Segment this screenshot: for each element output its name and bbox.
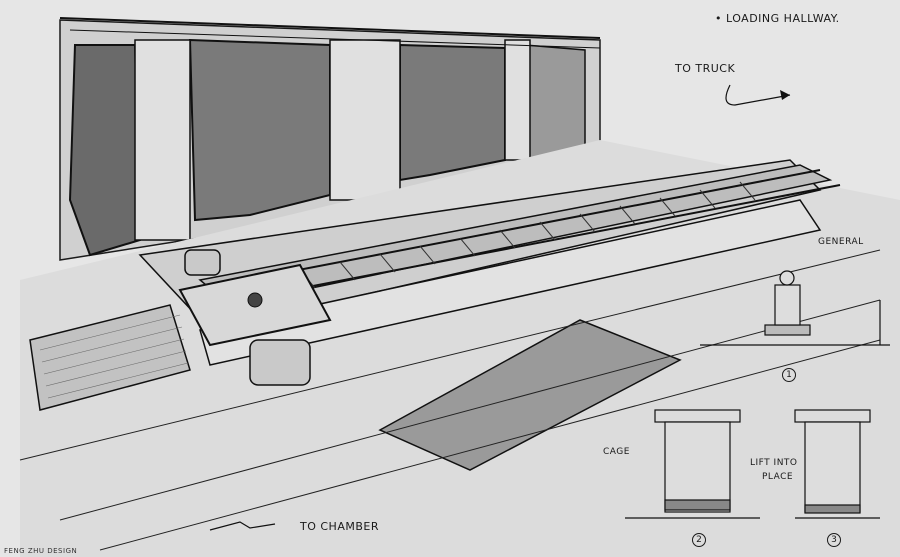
artist-credit: FENG ZHU DESIGN (4, 547, 78, 555)
to-truck-label: TO TRUCK (675, 62, 736, 75)
cart-hatch (247, 292, 263, 308)
rock-niche-4 (524, 44, 586, 161)
diagram-3 (794, 409, 880, 519)
robot-figures (184, 249, 311, 386)
pit (378, 319, 682, 471)
cage-label: CAGE (603, 447, 630, 457)
general-label: GENERAL (818, 237, 864, 247)
pillar-3 (504, 39, 531, 161)
pillar-2 (329, 39, 401, 201)
rock-niche-1 (68, 44, 142, 257)
to-truck-arrow (725, 84, 791, 106)
front-curb (199, 199, 822, 366)
step-2-badge: 2 (692, 533, 706, 547)
step-1-badge: 1 (782, 368, 796, 382)
rail-2 (239, 184, 841, 301)
diagram-2 (625, 409, 760, 519)
rock-niche-3 (399, 43, 506, 182)
rock-niche-2 (188, 38, 331, 222)
lift-into-label: LIFT INTO (750, 458, 798, 468)
step-3-badge: 3 (827, 533, 841, 547)
pillar-1 (134, 39, 191, 241)
to-chamber-arrow (209, 521, 276, 531)
diagram-1 (700, 270, 890, 346)
to-chamber-label: TO CHAMBER (300, 520, 379, 533)
title-label: • LOADING HALLWAY. (715, 12, 840, 25)
place-label: PLACE (762, 472, 794, 482)
rail-1 (219, 169, 821, 286)
